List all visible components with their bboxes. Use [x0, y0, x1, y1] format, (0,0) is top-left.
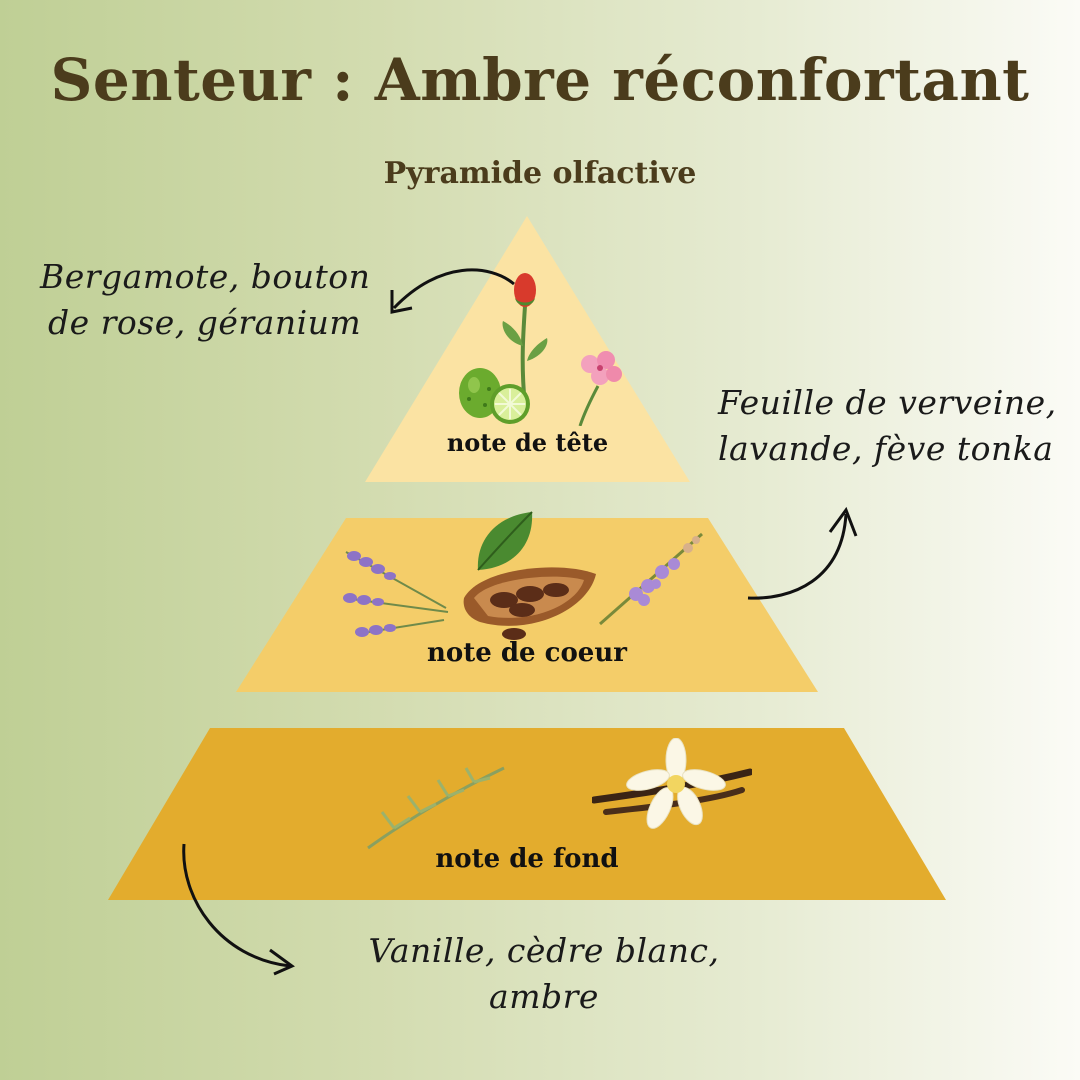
cacao-pod-icon	[463, 567, 596, 640]
base-notes-text: Vanille, cèdre blanc, ambre	[364, 928, 724, 1020]
top-notes-line-2: de rose, géranium	[48, 303, 362, 342]
arrow-base-notes-icon	[182, 843, 295, 976]
pyramid-tier-middle: note de coeur	[236, 511, 818, 692]
pyramid-tier-bottom: note de fond	[108, 728, 946, 900]
tier-bottom-shape	[108, 728, 946, 900]
tier-bottom-label: note de fond	[435, 844, 619, 874]
heart-notes-line-1: Feuille de verveine,	[718, 383, 1057, 422]
tier-middle-label: note de coeur	[427, 638, 627, 668]
pyramid-tier-top: note de tête	[365, 216, 690, 482]
tier-top-label: note de tête	[446, 428, 609, 457]
geranium-icon	[578, 351, 622, 426]
arrow-top-notes-icon	[390, 268, 515, 314]
vanilla-flower-icon	[626, 738, 726, 829]
lavender-icon	[343, 551, 449, 637]
arrow-heart-notes-icon	[747, 506, 858, 600]
lime-icon	[490, 384, 530, 424]
tier-top-shape	[365, 216, 690, 482]
page-subtitle: Pyramide olfactive	[383, 156, 697, 191]
verbena-icon	[599, 532, 703, 626]
base-notes-line-2: ambre	[489, 977, 599, 1016]
leaf-icon	[477, 511, 533, 571]
page-title: Senteur : Ambre réconfortant	[50, 46, 1030, 114]
top-notes-line-1: Bergamote, bouton	[40, 257, 371, 296]
heart-notes-line-2: lavande, fève tonka	[718, 429, 1054, 468]
top-notes-text: Bergamote, bouton de rose, géranium	[40, 254, 370, 346]
heart-notes-text: Feuille de verveine, lavande, fève tonka	[718, 380, 1057, 472]
cedar-branch-icon	[367, 766, 505, 850]
base-notes-line-1: Vanille, cèdre blanc,	[368, 931, 720, 970]
